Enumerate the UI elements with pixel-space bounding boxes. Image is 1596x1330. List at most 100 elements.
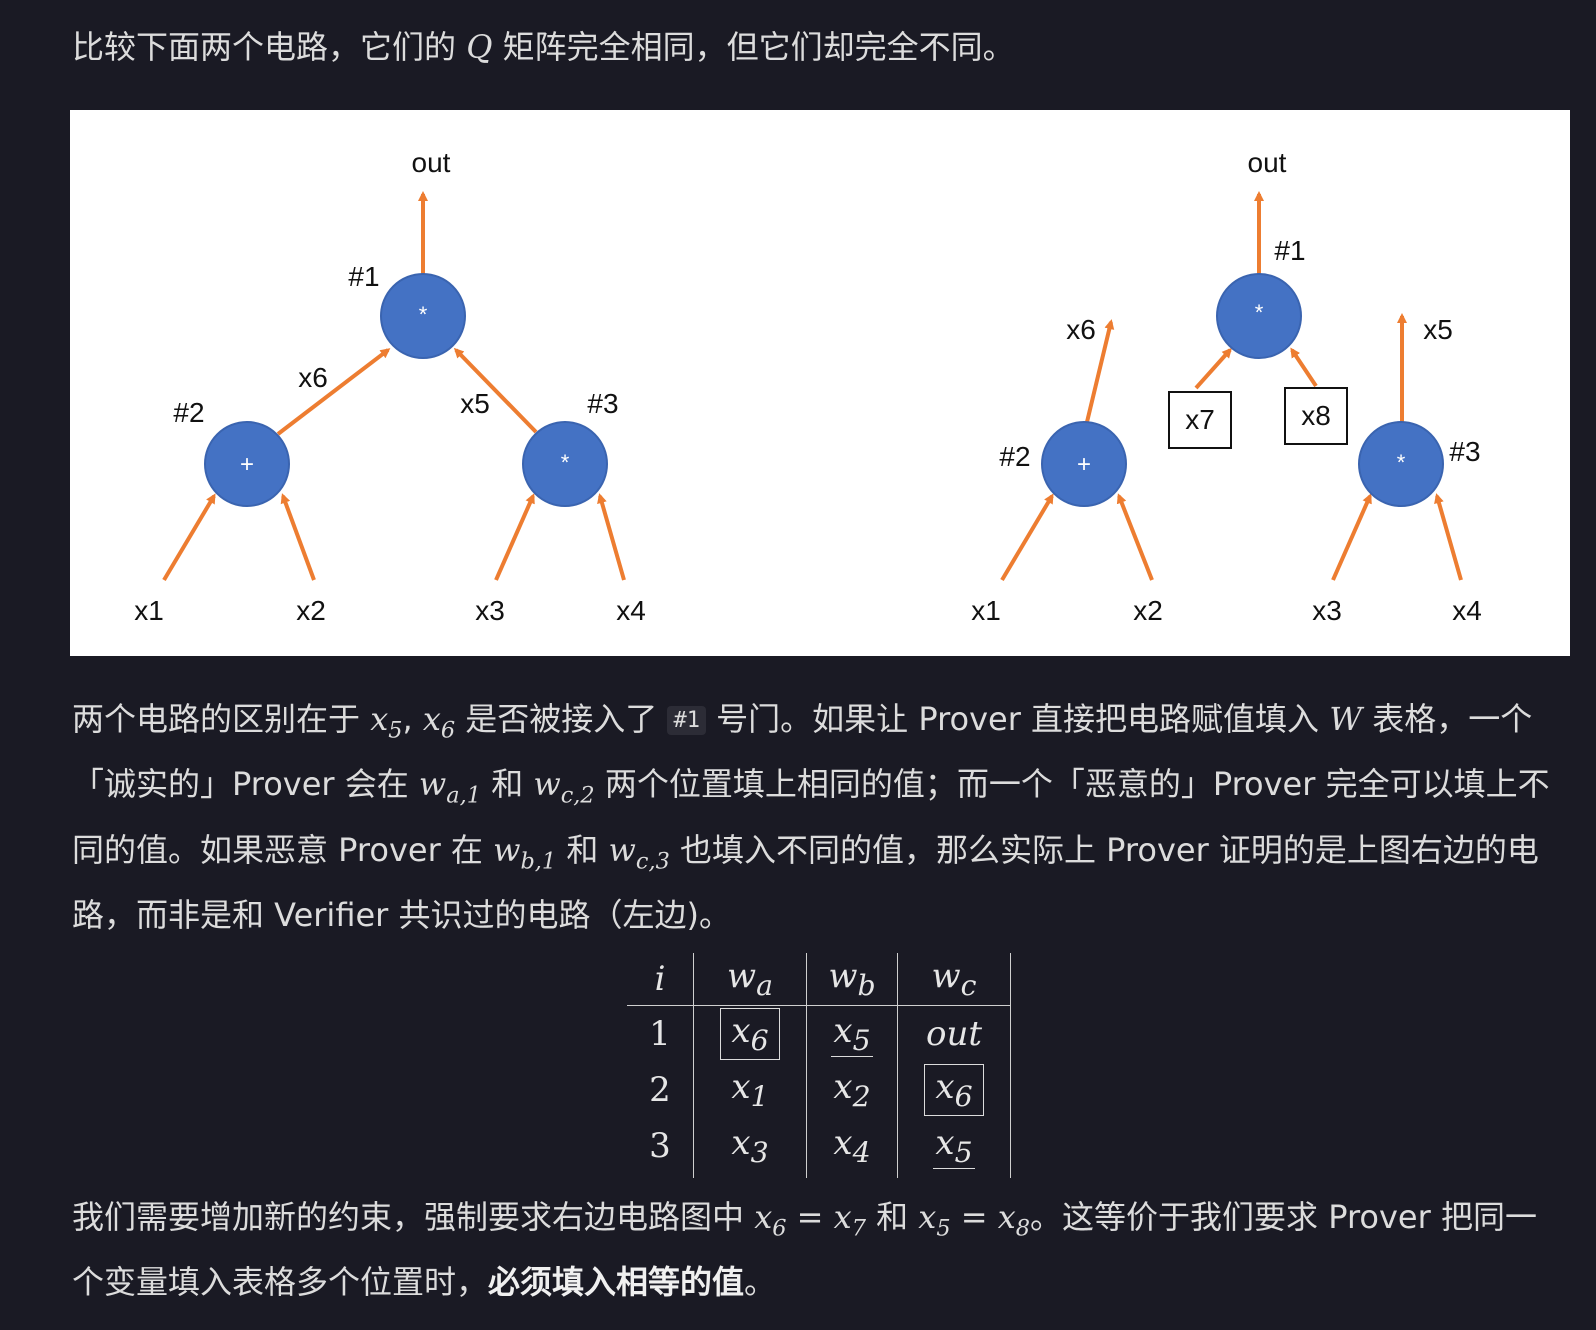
left-gate-2 [204, 421, 290, 507]
right-label-out: out [1248, 147, 1287, 178]
right-gate-1 [1216, 273, 1302, 359]
left-label-x2: x2 [296, 595, 326, 626]
p2-m2: x [833, 1198, 852, 1236]
left-op-1: * [419, 302, 428, 327]
left-label-x3: x3 [475, 595, 505, 626]
p1-text-6: 两个位置填上相同的值；而一个「恶意的」Prover 完全可以填上不同的值。如果恶… [72, 765, 1550, 869]
p2-text-2: 和 [865, 1198, 919, 1236]
p2-m4: x [997, 1198, 1016, 1236]
p2-m1: x [754, 1198, 773, 1236]
row3-wa: x3 [693, 1118, 807, 1178]
r1wb-sub: 5 [852, 1024, 871, 1058]
left-label-x6: x6 [298, 362, 328, 393]
r2wa-sub: 1 [750, 1079, 769, 1113]
right-op-2: + [1077, 451, 1091, 478]
circuit-figure: * + * out #1 #2 #3 x6 x5 x1 x2 x3 x4 [70, 110, 1570, 656]
row3-i: 3 [627, 1118, 694, 1178]
arrow-left-x2 [280, 493, 316, 581]
p2-m1-sub: 6 [772, 1215, 787, 1242]
p2-math-x5: x5 [918, 1198, 950, 1241]
row3-wc: x5 [897, 1118, 1011, 1178]
r3wc-sub: 5 [954, 1136, 973, 1170]
p1-math-x5: x5 [370, 700, 402, 743]
row2-wa: x1 [693, 1062, 807, 1118]
left-label-g3: #3 [587, 388, 618, 419]
p1-m1: x [370, 700, 389, 738]
row1-wa: x6 [693, 1005, 807, 1062]
table-header-wc: wc [897, 953, 1011, 1006]
witness-table: i wa wb wc 1 x6 x5 out 2 x1 x2 x6 3 x3 x… [627, 953, 1011, 1178]
r3wa-sub: 3 [750, 1135, 769, 1169]
left-label-x1: x1 [134, 595, 164, 626]
right-box-x8 [1284, 387, 1348, 445]
p1-text-7: 和 [556, 830, 609, 869]
right-label-x4: x4 [1452, 595, 1482, 626]
p1-inline-code: #1 [667, 706, 706, 735]
p1-m4-sub: a,1 [446, 782, 482, 809]
p2-text-1: 我们需要增加新的约束，强制要求右边电路图中 [72, 1198, 755, 1236]
circuit-diagram-svg: * + * out #1 #2 #3 x6 x5 x1 x2 x3 x4 [134, 147, 1482, 626]
intro-text: 比较下面两个电路，它们的 Q 矩阵完全相同，但它们却完全不同。 [72, 20, 1562, 74]
p1-text-1: 两个电路的区别在于 [72, 700, 371, 738]
p1-m2-sub: 6 [440, 717, 456, 744]
r3wc: x [935, 1123, 955, 1164]
row3-wb: x4 [806, 1118, 898, 1178]
r1wa-sub: 6 [750, 1023, 769, 1057]
arrow-left-x1 [162, 493, 216, 582]
row3-wc-underline: x5 [933, 1123, 975, 1170]
intro-before: 比较下面两个电路，它们的 [72, 28, 467, 66]
row2-wc: x6 [897, 1062, 1011, 1118]
p1-m5-sub: c,2 [560, 782, 595, 809]
table-row: 1 x6 x5 out [627, 1005, 1011, 1062]
row1-wc: out [897, 1005, 1011, 1062]
right-label-x2: x2 [1133, 595, 1163, 626]
p1-math-wc2: wc,2 [533, 765, 594, 808]
p1-math-x6: x6 [422, 700, 455, 743]
p1-m6-sub: b,1 [520, 848, 557, 875]
r2wc: x [935, 1067, 955, 1108]
row2-wc-box: x6 [924, 1064, 984, 1116]
left-gate-3 [522, 421, 608, 507]
p1-m7-sub: c,3 [635, 848, 670, 875]
p2-text-4: 。 [744, 1263, 777, 1302]
arrow-right-x3 [1331, 493, 1372, 581]
left-op-2: + [240, 451, 254, 478]
p2-math-x7: x7 [833, 1198, 866, 1241]
right-label-x7: x7 [1185, 404, 1215, 435]
arrow-right-x8 [1290, 347, 1318, 388]
right-label-g1: #1 [1274, 235, 1305, 266]
r3wb-sub: 4 [852, 1135, 871, 1169]
p1-text-4: 表格，一个「诚实的」Prover 会在 [72, 700, 1533, 804]
right-boxes [1168, 387, 1348, 449]
p1-sep: , [402, 700, 423, 738]
p1-math-wa1: wa,1 [419, 765, 481, 808]
p2-m2-sub: 7 [851, 1215, 866, 1242]
right-gate-2 [1041, 421, 1127, 507]
right-op-3: * [1397, 450, 1406, 475]
r1wa: x [731, 1011, 751, 1052]
right-label-g3: #3 [1449, 436, 1480, 467]
p1-math-wb1: wb,1 [493, 831, 556, 874]
p1-m2: x [422, 700, 441, 738]
left-label-out: out [412, 147, 451, 178]
explanation-paragraph: 两个电路的区别在于 x5, x6 是否被接入了 #1 号门。如果让 Prover… [72, 692, 1562, 942]
intro-after: 矩阵完全相同，但它们却完全不同。 [492, 28, 1015, 66]
right-arrows [1000, 191, 1463, 582]
r2wb: x [833, 1067, 853, 1108]
conclusion-paragraph: 我们需要增加新的约束，强制要求右边电路图中 x6 = x7 和 x5 = x8。… [72, 1190, 1562, 1309]
r2wc-sub: 6 [954, 1079, 973, 1113]
p1-text-8: 也填入不同的值，那么实际上 Prover 证明的是上图右边的电路，而非是和 Ve… [72, 830, 1539, 935]
left-label-x4: x4 [616, 595, 646, 626]
hdr-wc: w [931, 956, 961, 997]
table-header-wa: wa [693, 953, 807, 1006]
right-op-1: * [1255, 300, 1264, 325]
left-label-x5: x5 [460, 388, 490, 419]
table-header-wb: wb [806, 953, 898, 1006]
p2-eq-1: = [786, 1198, 834, 1236]
p1-text-5: 和 [481, 765, 534, 804]
arrow-left-x4 [597, 493, 626, 581]
right-label-x8: x8 [1301, 400, 1331, 431]
row1-wa-box: x6 [720, 1008, 780, 1060]
right-label-x5: x5 [1423, 314, 1453, 345]
right-label-g2: #2 [999, 441, 1030, 472]
